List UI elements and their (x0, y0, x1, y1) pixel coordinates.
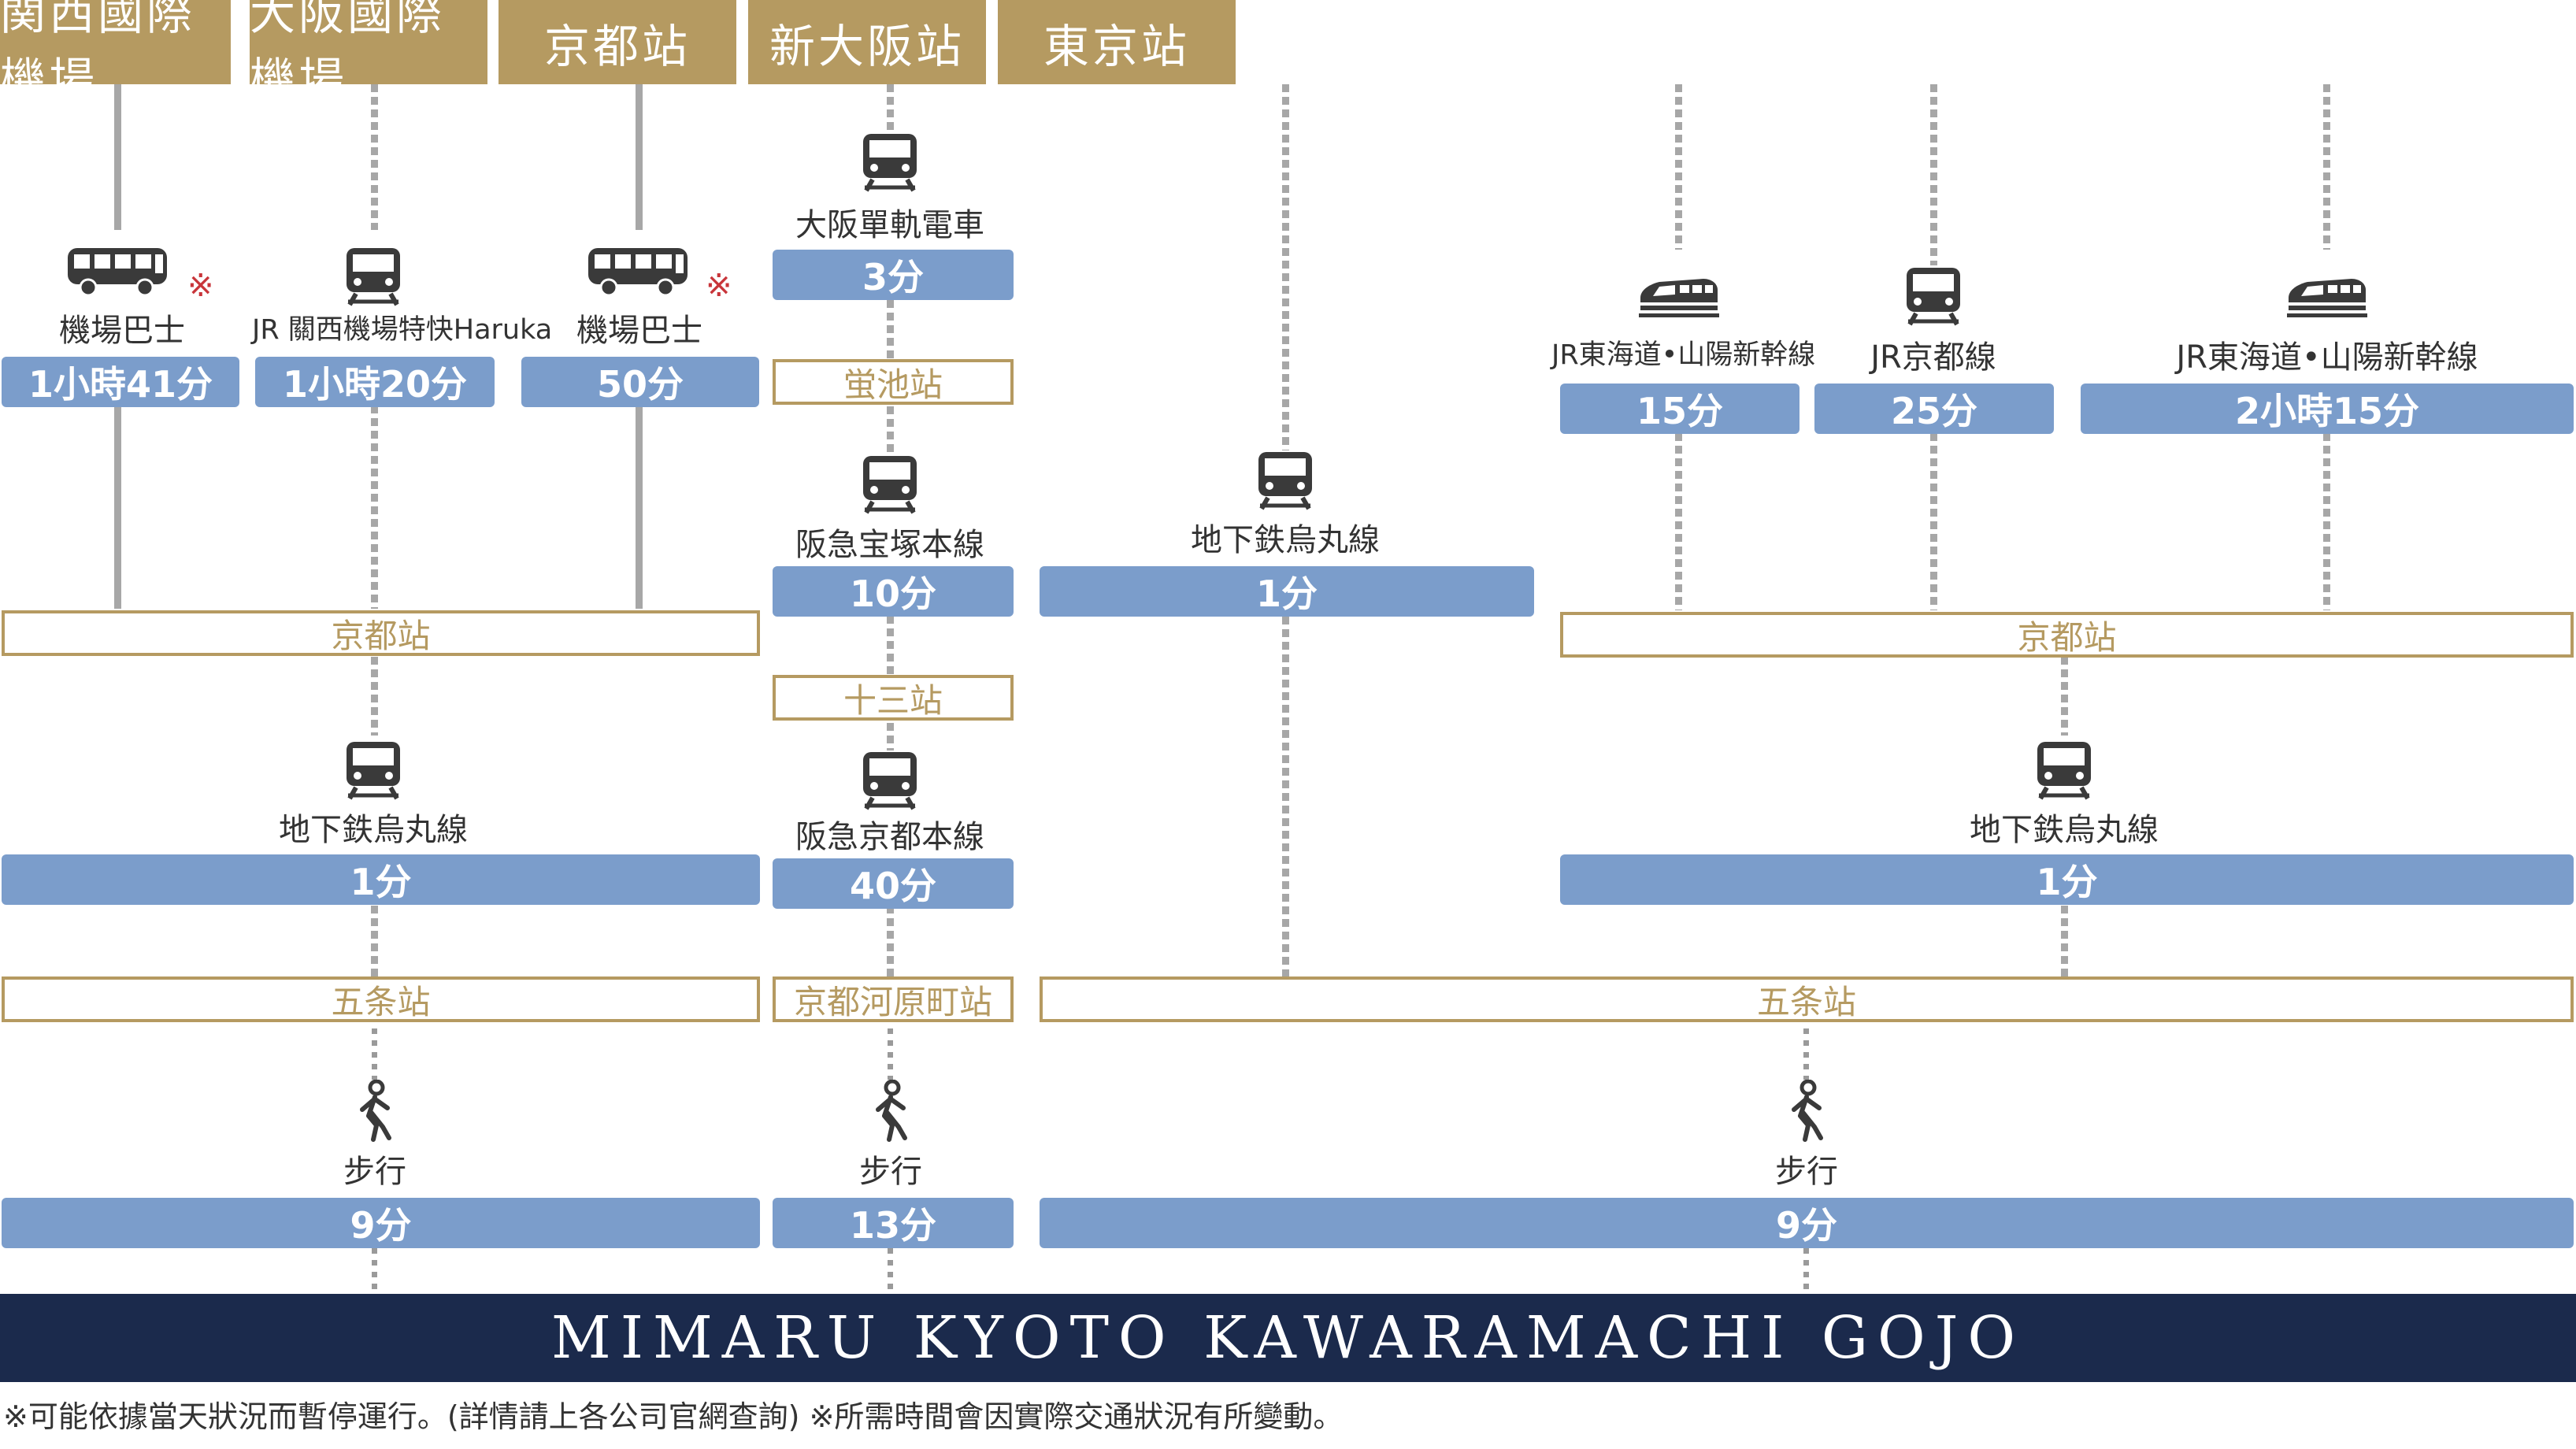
kix-subway-label: 地下鉄烏丸線 (279, 812, 468, 848)
line-kyoto-subway-bottom (1282, 617, 1289, 976)
line-shinosaka-shinkansen-bottom (1675, 433, 1682, 610)
line-itami-bus (636, 84, 643, 230)
train-icon (1255, 450, 1315, 510)
line-tokyo-shinkansen-top (2323, 84, 2330, 250)
shinkansen-icon (2284, 274, 2370, 318)
train-icon (860, 454, 920, 514)
right-subway-label: 地下鉄烏丸線 (1970, 812, 2159, 848)
itami-hankyu1-time: 10分 (773, 566, 1014, 617)
train-icon (860, 750, 920, 810)
line-itami-monorail-top (887, 84, 894, 132)
line-kyoto-subway-top (1282, 84, 1289, 450)
line-itami-walk-bottom (888, 1248, 893, 1294)
bus-icon (66, 246, 169, 297)
right-walk-label: 步行 (1775, 1154, 1838, 1190)
tokyo-shinkansen-time: 2小時15分 (2081, 384, 2574, 434)
itami-hankyu1-label: 阪急宝塚本線 (795, 527, 984, 563)
header-shin-osaka-station: 新大阪站 (748, 0, 986, 84)
line-itami-2 (887, 300, 894, 359)
shinosaka-shinkansen-label: JR東海道•山陽新幹線 (1551, 339, 1816, 371)
line-right-subway-top (2061, 657, 2068, 736)
right-arrival-station: 五条站 (1040, 976, 2574, 1022)
shinosaka-shinkansen-time: 15分 (1560, 384, 1799, 434)
line-kix-subway-bottom (371, 906, 378, 976)
header-osaka-airport: 大阪國際機場 (250, 0, 487, 106)
header-tokyo-station: 東京站 (998, 0, 1236, 84)
shinosaka-jr-label: JR京都線 (1870, 339, 1996, 376)
line-center-walk-top (1803, 1028, 1809, 1080)
footnote: ※可能依據當天狀況而暫停運行。(詳情請上各公司官網查詢) ※所需時間會因實際交通… (3, 1399, 1344, 1434)
itami-hankyu2-time: 40分 (773, 858, 1014, 909)
kix-walk-label: 步行 (343, 1154, 406, 1190)
itami-hankyu2-label: 阪急京都本線 (795, 819, 984, 855)
itami-station-2: 十三站 (773, 675, 1014, 721)
bus-note-mark: ※ (187, 268, 214, 304)
shinosaka-jr-time: 25分 (1814, 384, 2054, 434)
right-transfer-station: 京都站 (1560, 612, 2574, 658)
train-icon (1903, 266, 1963, 326)
line-kix-bus-bottom (114, 406, 121, 609)
kix-bus-time: 1小時41分 (2, 357, 239, 407)
line-shinosaka-jr-top (1930, 84, 1937, 265)
line-itami-5 (887, 723, 894, 750)
tokyo-shinkansen-label: JR東海道•山陽新幹線 (2176, 339, 2478, 376)
kix-walk-time: 9分 (2, 1198, 760, 1248)
line-kix-jr-top (371, 84, 378, 230)
line-itami-walk-top (888, 1028, 893, 1080)
line-kix-subway-top (371, 657, 378, 736)
right-walk-time: 9分 (1040, 1198, 2574, 1248)
line-tokyo-shinkansen-bottom (2323, 433, 2330, 610)
line-right-subway-bottom (2061, 906, 2068, 976)
itami-station-1: 蛍池站 (773, 359, 1014, 405)
line-kix-jr-bottom (371, 406, 378, 609)
line-center-walk-bottom (1803, 1248, 1809, 1294)
kix-arrival-station: 五条站 (2, 976, 760, 1022)
walk-icon (1783, 1080, 1830, 1143)
itami-monorail-label: 大阪單軌電車 (795, 207, 984, 243)
itami-walk-time: 13分 (773, 1198, 1014, 1248)
kix-subway-time: 1分 (2, 854, 760, 905)
line-itami-3 (887, 406, 894, 454)
itami-bus-time: 50分 (521, 357, 759, 407)
line-shinosaka-jr-bottom (1930, 433, 1937, 610)
kyoto-subway-time: 1分 (1040, 566, 1534, 617)
destination-banner: MIMARU KYOTO KAWARAMACHI GOJO (0, 1294, 2576, 1382)
train-icon (343, 740, 403, 800)
line-itami-6 (887, 906, 894, 976)
line-shinosaka-shinkansen-top (1675, 84, 1682, 250)
train-icon (860, 132, 920, 192)
itami-walk-label: 步行 (859, 1154, 922, 1190)
train-icon (343, 246, 403, 306)
line-itami-4 (887, 616, 894, 675)
walk-icon (867, 1080, 914, 1143)
line-itami-bus-bottom (636, 406, 643, 609)
kix-jr-label: JR 關西機場特快Haruka (252, 314, 553, 346)
right-subway-time: 1分 (1560, 854, 2574, 905)
header-kansai-airport: 関西國際機場 (0, 0, 231, 106)
shinkansen-icon (1636, 274, 1722, 318)
kyoto-subway-label: 地下鉄烏丸線 (1191, 522, 1380, 558)
kix-jr-time: 1小時20分 (255, 357, 495, 407)
train-icon (2034, 740, 2094, 800)
itami-bus-label: 機場巴士 (576, 313, 702, 349)
kix-transfer-station: 京都站 (2, 610, 760, 656)
bus-icon (587, 246, 689, 297)
bus-note-mark: ※ (706, 268, 732, 304)
line-kix-walk-top (372, 1028, 377, 1080)
line-kix-walk-bottom (372, 1248, 377, 1294)
walk-icon (351, 1080, 398, 1143)
line-kix-bus-top (114, 84, 121, 230)
itami-station-3: 京都河原町站 (773, 976, 1014, 1022)
kix-bus-label: 機場巴士 (59, 313, 185, 349)
itami-monorail-time: 3分 (773, 250, 1014, 300)
header-kyoto-station: 京都站 (499, 0, 736, 84)
